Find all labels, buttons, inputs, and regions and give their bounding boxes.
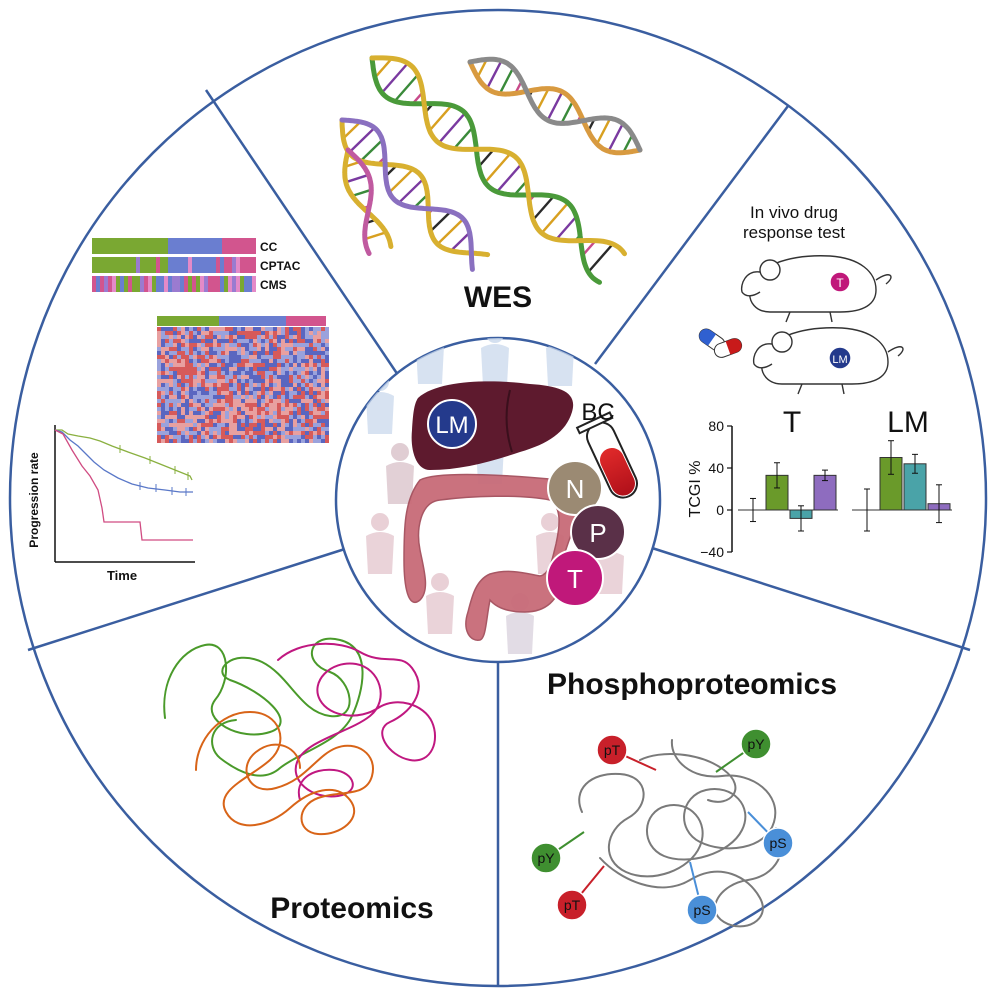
dna-helix-1 [369,55,627,285]
sample-p: P [570,504,626,560]
wes-section: WES [339,55,643,314]
dna-helix-2 [467,56,643,156]
divider-wes-right [593,105,790,365]
wes-label: WES [464,281,532,314]
sample-t: T [546,549,604,607]
phospho-site-label: pY [747,736,765,752]
phospho-site-node [740,728,772,760]
expression-heatmap [157,316,329,443]
phospho-site-label: pT [564,897,581,913]
tcgi-group-label: T [783,406,801,439]
proteomics-label: Proteomics [270,892,433,925]
track-label-cptac: CPTAC [260,259,301,273]
tcgi-y-label: TCGI % [687,461,704,518]
phospho-site-label: pS [693,902,710,918]
protein-strand-orange [195,710,374,836]
phospho-protein-strand [578,739,783,928]
survival-curve-blue [54,429,193,493]
tcgi-y-tick-label: −40 [700,544,724,560]
sample-n: N [547,460,603,516]
drug-section: In vivo drug response test T LM [687,203,952,560]
tcgi-y-tick-label: 0 [716,502,724,518]
dna-helices [339,55,643,285]
phospho-site-node [556,889,588,921]
proteomics-section: Proteomics [163,637,436,925]
phospho-site-node [596,734,628,766]
divider-left-lower [27,546,349,652]
track-label-cms: CMS [260,278,287,292]
survival-xlabel: Time [107,568,137,583]
pill-icon-red [713,338,743,358]
phosphoproteomics-section: Phosphoproteomics pT pY pY pT pS pS [530,668,837,928]
tcgi-y-tick-label: 80 [708,418,724,434]
sample-p-label: P [589,518,606,548]
tcgi-y-tick-label: 40 [708,460,724,476]
survival-plot: Progression rate Time [27,425,195,583]
drug-title-line1: In vivo drug [750,203,838,222]
colon-organ [403,473,581,641]
clinical-section: CC CPTAC CMS Progression rate Time [27,238,329,583]
lm-marker [427,399,477,449]
blood-tube-label: BC [581,399,614,426]
divider-wes-left [204,89,402,379]
sample-n-label: N [566,474,585,504]
mouse-2 [752,327,904,395]
tcgi-bar-chart: 80 40 0 −40 TCGI % T LM [687,406,952,560]
protein-strand-green [163,637,364,777]
mouse-2-label: LM [832,354,847,366]
phospho-sites: pT pY pY pT pS pS [530,728,794,926]
cms-track [92,276,256,292]
survival-ylabel: Progression rate [27,452,41,548]
blood-tube [575,411,638,499]
liver-organ: LM [411,381,574,470]
divider-right-lower [651,546,971,652]
track-label-cc: CC [260,240,278,254]
phospho-site-label: pY [537,850,555,866]
phospho-site-label: pS [769,835,786,851]
sample-t-label: T [567,564,583,594]
phospho-site-node [762,827,794,859]
cptac-track [92,257,256,273]
center-section: LM BC N P T [334,336,662,664]
phospho-site-label: pT [604,742,621,758]
mouse-1-label: T [836,276,844,290]
annotation-tracks: CC CPTAC CMS [92,238,301,292]
lm-marker-label: LM [435,412,468,439]
phosphoproteomics-label: Phosphoproteomics [547,668,837,701]
tcgi-group-label: LM [887,406,929,439]
mouse-1 [740,255,892,323]
phospho-site-node [686,894,718,926]
phospho-site-node [530,842,562,874]
drug-title-line2: response test [743,223,845,242]
dna-helix-4 [342,147,394,256]
survival-curve-pink [54,429,193,541]
